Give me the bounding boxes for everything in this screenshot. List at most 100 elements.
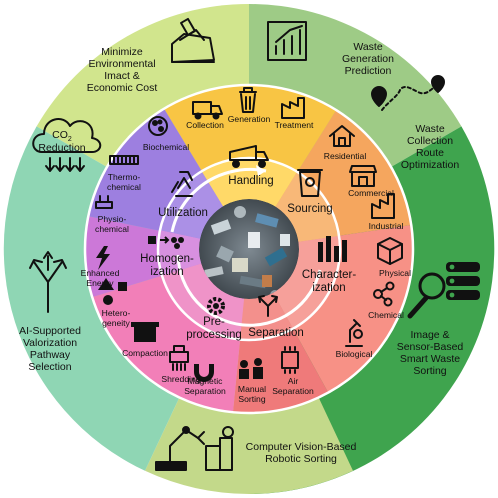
inner-ring-label-homogenization: Homogen-	[140, 253, 194, 265]
middle-ring-label-heterogeneity: Hetero-	[102, 308, 131, 318]
outer-ring-label-robotic: Robotic Sorting	[265, 453, 337, 465]
robot-arm-icon	[155, 426, 234, 471]
industry-icon	[371, 193, 395, 219]
middle-ring-label-physio-chemical: Physio-	[98, 214, 127, 224]
outer-ring-label-co2: CO2	[52, 129, 72, 143]
inner-ring-label-preprocessing: processing	[186, 329, 242, 341]
middle-ring-label-manual-sorting: Manual	[238, 384, 266, 394]
middle-ring-label-enhanced-energy: Energy	[86, 278, 114, 288]
middle-ring-label-industrial: Industrial	[369, 221, 404, 231]
recycle-icon	[171, 171, 193, 197]
middle-ring-label-biochemical: Biochemical	[143, 142, 189, 152]
bin-sourcing-icon	[297, 169, 323, 197]
outer-ring-label-robotic: Computer Vision-Based	[246, 441, 357, 453]
middle-ring-label-air-separation: Separation	[272, 386, 314, 396]
inner-ring-label-separation: Separation	[248, 327, 304, 339]
bin-icon	[239, 87, 257, 113]
flask-icon	[95, 195, 113, 209]
factory-icon	[281, 97, 305, 119]
cloud-icon	[32, 118, 102, 172]
heater-icon	[109, 155, 139, 165]
shop-icon	[349, 165, 377, 187]
outer-ring-label-route: Route	[416, 147, 444, 159]
middle-ring-label-heterogeneity: geneity	[102, 318, 130, 328]
box-icon	[131, 322, 159, 342]
outer-ring-label-route: Waste	[415, 123, 445, 135]
outer-ring-label-valorization: Pathway	[30, 349, 71, 361]
inner-ring-label-preprocessing: Pre-	[203, 316, 225, 328]
landfill-icon	[171, 17, 215, 63]
outer-ring-label-impact: Imact &	[104, 70, 140, 82]
outer-ring-label-impact: Environmental	[88, 58, 155, 70]
bar-chart-icon	[267, 21, 307, 61]
microbe-icon	[148, 116, 168, 136]
middle-ring-label-physical: Physical	[379, 268, 411, 278]
dump-truck-icon	[229, 145, 269, 168]
middle-ring-label-enhanced-energy: Enhanced	[81, 268, 120, 278]
outer-ring-label-prediction: Waste	[353, 41, 383, 53]
middle-ring-label-thermo-chemical: chemical	[107, 182, 141, 192]
molecule-icon	[373, 281, 395, 307]
middle-ring-label-air-separation: Air	[288, 376, 299, 386]
shapes-icon	[98, 278, 127, 305]
mixing-icon	[148, 236, 184, 249]
gear-icon	[207, 297, 225, 315]
outer-ring-label-sorting: Smart Waste	[400, 353, 460, 365]
inner-ring-label-homogenization: ization	[150, 266, 183, 278]
microscope-icon	[345, 319, 363, 347]
workers-icon	[239, 358, 263, 379]
middle-ring-label-shredding: Shredding	[161, 374, 200, 384]
truck-icon	[192, 101, 223, 120]
ring-separators	[83, 83, 415, 415]
house-icon	[329, 125, 355, 147]
outer-ring-label-co2: Reduction	[38, 142, 85, 154]
outer-ring-label-impact: Minimize	[101, 46, 143, 58]
shredder-icon	[169, 345, 189, 371]
middle-ring-label-treatment: Treatment	[275, 120, 314, 130]
outer-ring-label-prediction: Prediction	[345, 65, 392, 77]
outer-ring-label-route: Collection	[407, 135, 453, 147]
middle-ring-label-collection: Collection	[186, 120, 224, 130]
route-icon	[371, 75, 445, 111]
magnet-icon	[194, 364, 214, 382]
outer-ring-label-sorting: Image &	[410, 329, 449, 341]
outer-ring-label-valorization: AI-Supported	[19, 325, 81, 337]
bolt-icon	[96, 246, 110, 270]
outer-ring-label-valorization: Valorization	[23, 337, 77, 349]
inner-ring-label-characterization: Character-	[302, 269, 356, 281]
middle-ring-label-chemical: Chemical	[368, 310, 404, 320]
chip-icon	[281, 346, 299, 374]
outer-ring-label-route: Optimization	[401, 159, 460, 171]
middle-ring-label-residential: Residential	[324, 151, 367, 161]
inner-ring-label-handling: Handling	[228, 175, 273, 187]
cube-icon	[377, 237, 403, 265]
split-arrow-icon	[258, 295, 278, 317]
inner-ring-label-utilization: Utilization	[158, 207, 208, 219]
middle-ring-label-commercial: Commercial	[348, 188, 394, 198]
circular-flow-arrow	[170, 165, 322, 327]
middle-ring-label-physio-chemical: chemical	[95, 224, 129, 234]
middle-ring-label-manual-sorting: Sorting	[238, 394, 265, 404]
middle-ring-label-generation: Generation	[228, 114, 271, 124]
co2-subscript: 2	[68, 136, 72, 143]
middle-ring-label-magnetic-separation: Separation	[184, 386, 226, 396]
outer-ring-label-sorting: Sorting	[413, 365, 446, 377]
outer-ring-label-impact: Economic Cost	[87, 82, 158, 94]
outer-ring-label-sorting: Sensor-Based	[397, 341, 464, 353]
inner-ring-label-sourcing: Sourcing	[287, 203, 332, 215]
center-waste-image	[199, 199, 299, 299]
outer-ring-label-valorization: Selection	[28, 361, 71, 373]
middle-ring-label-biological: Biological	[336, 349, 373, 359]
magnifier-icon	[407, 262, 480, 319]
middle-ring-label-compaction: Compaction	[122, 348, 168, 358]
bars-icon	[318, 236, 347, 262]
inner-ring-label-characterization: ization	[312, 282, 345, 294]
middle-ring-label-magnetic-separation: Magnetic	[188, 376, 224, 386]
branching-arrows-icon	[29, 251, 67, 313]
outer-ring-label-prediction: Generation	[342, 53, 394, 65]
middle-ring-label-thermo-chemical: Thermo-	[108, 172, 141, 182]
co2-formula: CO	[52, 129, 68, 141]
